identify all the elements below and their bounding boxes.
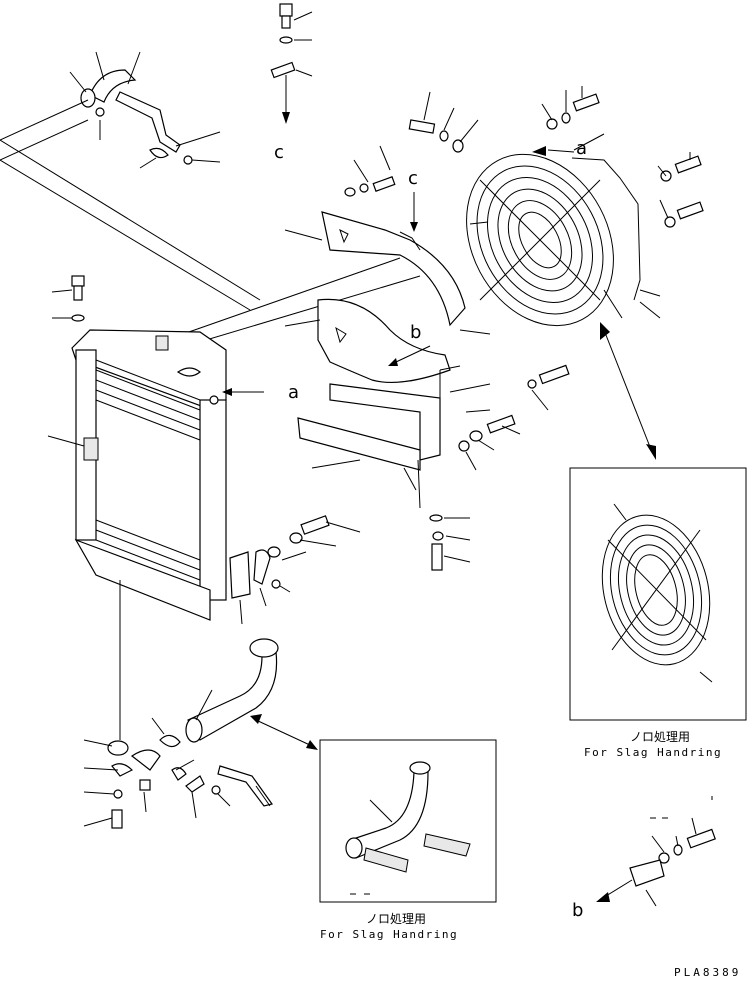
hose-inset-caption-en: For Slag Handring <box>320 928 459 941</box>
ref-c-top: c <box>274 142 284 163</box>
ref-b-mid: b <box>410 322 422 343</box>
inset-hose-icon <box>345 761 471 895</box>
fan-guard-leaders <box>423 86 691 319</box>
bracket-icon <box>229 515 361 625</box>
lower-hose-icon <box>107 638 279 829</box>
lower-shroud-icon <box>317 298 451 384</box>
a-arrow-line <box>547 149 575 153</box>
shroud-bolts-icon <box>344 176 396 197</box>
b-bolt-assembly-icon <box>596 796 716 907</box>
inset-arrow-head-a <box>600 322 610 340</box>
c-arrow-head <box>410 222 418 232</box>
bolt-icon <box>270 3 313 124</box>
hose-inset-arrow-line <box>255 719 313 747</box>
upper-shroud-icon <box>321 211 466 327</box>
upper-hose-icon <box>80 69 193 165</box>
fan-inset-caption-jp: ノロ処理用 <box>630 730 691 744</box>
radiator-bolts-icon <box>47 275 121 740</box>
shroud-mount-bolts-icon <box>429 364 570 571</box>
fan-guard-bolts-icon <box>408 93 704 228</box>
inset-arrow-head-b <box>646 444 656 460</box>
fan-guard-inset-frame <box>569 467 747 721</box>
radiator-icon <box>71 329 227 621</box>
shroud-leader-lines <box>284 145 491 509</box>
b-arrow-head <box>388 358 398 366</box>
a-mid-arrow-head <box>222 388 232 396</box>
hose-inset-caption-jp: ノロ処理用 <box>366 912 427 926</box>
fan-guard-icon <box>466 153 614 327</box>
hose-inset-arrow-head-a <box>250 714 262 724</box>
ref-a-mid: a <box>288 382 300 403</box>
lower-hose-leaders <box>83 689 271 827</box>
hose-leader-lines <box>69 51 221 169</box>
hose-inset-arrow-head-b <box>306 740 318 750</box>
ref-b-bottom: b <box>572 900 584 921</box>
shroud-bracket-icon <box>297 365 461 471</box>
guard-stay-icon <box>571 157 641 301</box>
hose-inset-frame <box>319 739 497 903</box>
inset-arrow-line <box>603 329 653 453</box>
ref-a-top: a <box>576 138 588 159</box>
inset-fan-guard-icon <box>601 503 713 683</box>
drawing-code: PLA8389 <box>674 966 742 979</box>
fan-inset-caption-en: For Slag Handring <box>584 746 723 759</box>
b-arrow-line <box>395 345 431 363</box>
ref-c-mid: c <box>408 168 418 189</box>
a-arrow-head <box>532 146 546 156</box>
